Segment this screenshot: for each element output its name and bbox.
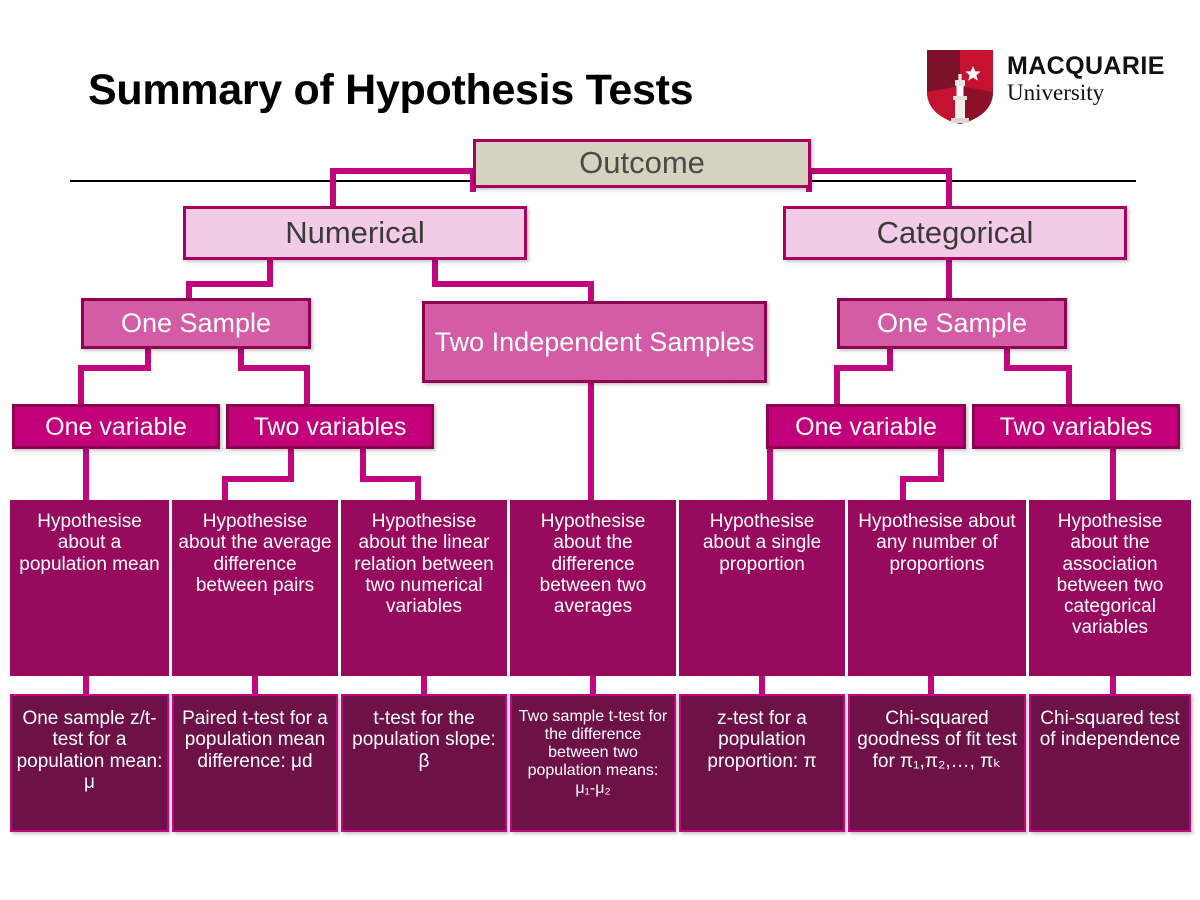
connector-t5 [759,670,765,694]
node-hypothesise-3[interactable]: Hypothesise about the linear relation be… [341,500,507,676]
node-test-5-label: z-test for a population proportion: π [707,708,817,772]
node-one-variable-categorical[interactable]: One variable [766,404,966,449]
connector-h6-h [900,476,944,482]
connector-rs-b-v2 [1066,365,1072,405]
connector-t1 [83,670,89,694]
connector-rs-b-v1 [1004,349,1010,371]
node-hypothesise-6[interactable]: Hypothesise about any number of proporti… [848,500,1026,676]
node-one-sample-categorical-label: One Sample [876,308,1028,339]
node-one-sample-categorical[interactable]: One Sample [837,298,1067,349]
connector-rs-b-h [1004,365,1072,371]
connector-h3-v1 [360,448,366,482]
connector-h2-v2 [222,476,228,500]
shield-icon [927,50,993,124]
connector-t7 [1110,670,1116,694]
connector-ls-a-v2 [78,365,84,405]
node-hypothesise-5-label: Hypothesise about a single proportion [702,511,822,575]
connector-h3-v2 [415,476,421,500]
node-test-7-label: Chi-squared test of independence [1039,708,1181,751]
node-one-variable-numerical[interactable]: One variable [12,404,220,449]
node-hypothesise-2[interactable]: Hypothesise about the average difference… [172,500,338,676]
node-hypothesise-3-label: Hypothesise about the linear relation be… [354,511,494,618]
connector-num-b-v1 [432,259,438,287]
connector-t2 [252,670,258,694]
node-hypothesise-5[interactable]: Hypothesise about a single proportion [679,500,845,676]
node-hypothesise-4-label: Hypothesise about the difference between… [539,511,647,618]
connector-t4 [590,670,596,694]
node-hypothesise-7-label: Hypothesise about the association betwee… [1056,511,1164,639]
connector-h7 [1110,448,1116,500]
connector-t3 [421,670,427,694]
connector-ls-b-v1 [238,349,244,371]
node-test-1-label: One sample z/t-test for a population mea… [16,708,163,793]
connector-h6-v1 [938,448,944,482]
node-one-variable-numerical-label: One variable [45,412,187,441]
connector-outcome-left-h [330,168,476,174]
connector-h1 [83,448,89,500]
connector-h2-h [222,476,294,482]
node-two-variables-categorical[interactable]: Two variables [972,404,1180,449]
macquarie-university-logo: MACQUARIE University [925,48,1164,126]
connector-h6-v2 [900,476,906,500]
node-hypothesise-4[interactable]: Hypothesise about the difference between… [510,500,676,676]
node-test-6-label: Chi-squared goodness of fit test for π₁,… [857,708,1017,772]
node-test-7[interactable]: Chi-squared test of independence [1029,694,1191,832]
node-one-variable-categorical-label: One variable [795,412,937,441]
connector-num-a-v1 [267,259,273,287]
connector-h3-h [360,476,421,482]
connector-cat-v [946,259,952,301]
node-test-5[interactable]: z-test for a population proportion: π [679,694,845,832]
node-one-sample-numerical[interactable]: One Sample [81,298,311,349]
node-test-4[interactable]: Two sample t-test for the difference bet… [510,694,676,832]
connector-ls-b-h [238,365,310,371]
logo-line-university: University [1007,80,1105,105]
node-test-4-label: Two sample t-test for the difference bet… [518,708,668,797]
node-two-independent-samples-label: Two Independent Samples [434,326,755,357]
node-hypothesise-1-label: Hypothesise about a population mean [19,511,160,575]
node-hypothesise-7[interactable]: Hypothesise about the association betwee… [1029,500,1191,676]
node-one-sample-numerical-label: One Sample [120,308,272,339]
node-hypothesise-1[interactable]: Hypothesise about a population mean [10,500,169,676]
node-two-variables-numerical[interactable]: Two variables [226,404,434,449]
node-outcome[interactable]: Outcome [473,139,811,188]
connector-rs-a-v1 [887,349,893,371]
connector-outcome-right-h [806,168,952,174]
connector-h4 [588,383,594,500]
node-categorical[interactable]: Categorical [783,206,1127,260]
node-two-independent-samples[interactable]: Two Independent Samples [422,301,767,383]
connector-t6 [928,670,934,694]
connector-num-a-h [186,281,273,287]
node-test-2-label: Paired t-test for a population mean diff… [182,708,328,772]
node-test-3-label: t-test for the population slope: β [352,708,496,772]
connector-ls-a-v1 [145,349,151,371]
logo-wordmark: MACQUARIE University [1007,52,1165,105]
connector-outcome-left-v2 [330,168,336,206]
connector-rs-a-v2 [834,365,840,405]
node-hypothesise-2-label: Hypothesise about the average difference… [178,511,332,596]
node-two-variables-numerical-label: Two variables [253,412,407,441]
node-numerical-label: Numerical [285,214,425,250]
node-test-6[interactable]: Chi-squared goodness of fit test for π₁,… [848,694,1026,832]
node-outcome-label: Outcome [579,145,705,181]
connector-num-a-v2 [186,281,192,301]
connector-num-b-v2 [588,281,594,301]
node-hypothesise-6-label: Hypothesise about any number of proporti… [858,511,1016,575]
connector-ls-a-h [78,365,151,371]
node-categorical-label: Categorical [876,214,1034,250]
connector-outcome-right-v2 [946,168,952,206]
connector-h5 [767,448,773,500]
page-title: Summary of Hypothesis Tests [88,66,694,114]
node-test-2[interactable]: Paired t-test for a population mean diff… [172,694,338,832]
logo-line-macquarie: MACQUARIE [1007,52,1165,80]
node-two-variables-categorical-label: Two variables [999,412,1153,441]
connector-rs-a-h [834,365,893,371]
connector-ls-b-v2 [304,365,310,405]
node-test-1[interactable]: One sample z/t-test for a population mea… [10,694,169,832]
node-test-3[interactable]: t-test for the population slope: β [341,694,507,832]
connector-h2-v1 [288,448,294,482]
connector-num-b-h [432,281,594,287]
node-numerical[interactable]: Numerical [183,206,527,260]
